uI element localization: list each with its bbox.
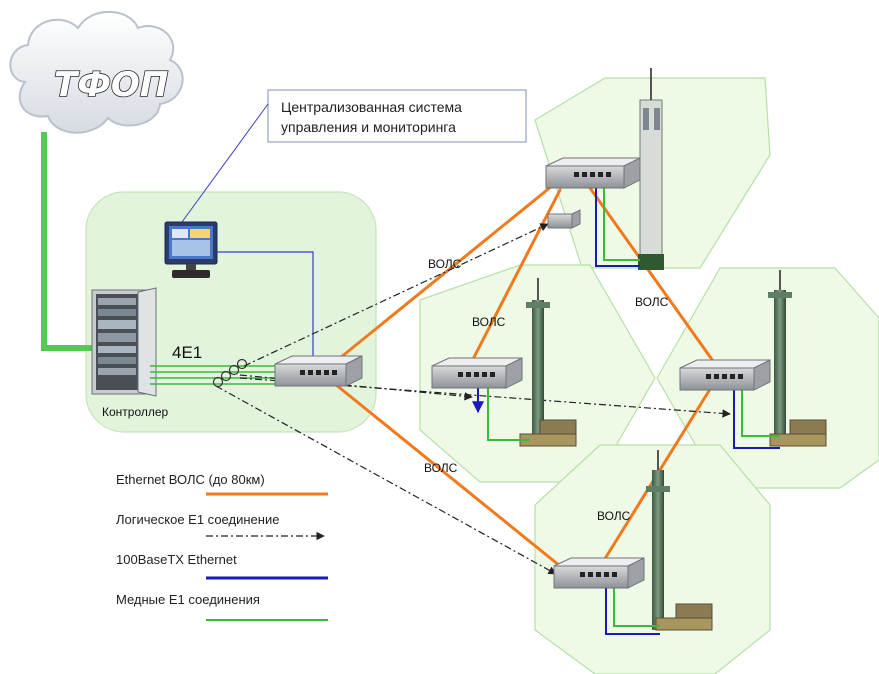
callout-box	[267, 89, 527, 143]
link-label-3: ВОЛС	[635, 295, 669, 309]
cabinet-icon	[769, 419, 827, 447]
cabinet-icon	[519, 419, 577, 447]
pstn-uplink-line	[41, 132, 92, 351]
fiber-link-left	[468, 188, 562, 367]
legend: Ethernet ВОЛС (до 80км) Логическое E1 со…	[116, 472, 328, 621]
link-label-4: ВОЛС	[424, 461, 458, 475]
fiber-link-top	[333, 184, 554, 364]
switch-icon	[679, 359, 771, 391]
controller-label: Контроллер	[102, 405, 169, 419]
logical-e1-bottom	[215, 385, 557, 575]
tower-icon	[638, 68, 664, 270]
fiber-link-diag	[333, 382, 567, 572]
trunk-label: 4E1	[172, 343, 202, 362]
tower-icon	[768, 270, 792, 440]
switch-icon	[545, 157, 641, 189]
cloud-label: ТФОП	[54, 65, 168, 105]
switch-icon	[431, 357, 523, 389]
tower-icon	[646, 450, 670, 630]
local-connections	[472, 188, 780, 635]
cloud-icon	[9, 10, 184, 134]
callout-line-2: управления и мониторинга	[281, 119, 456, 135]
callout-line-1: Централизованная система	[281, 99, 462, 115]
tower-icon	[526, 278, 550, 440]
legend-label-logical-e1: Логическое E1 соединение	[116, 512, 279, 527]
legend-label-fiber: Ethernet ВОЛС (до 80км)	[116, 472, 265, 487]
link-label-5: ВОЛС	[597, 509, 631, 523]
switch-icon	[274, 355, 363, 387]
link-label-2: ВОЛС	[472, 315, 506, 329]
legend-label-ethernet: 100BaseTX Ethernet	[116, 552, 237, 567]
e1-trunk-lines	[150, 365, 282, 385]
switch-icon	[553, 557, 645, 589]
callout-pointer	[181, 103, 269, 223]
fiber-link-right	[588, 186, 720, 370]
link-label-1: ВОЛС	[428, 257, 462, 271]
server-rack-icon	[91, 287, 157, 397]
monitor-icon	[164, 221, 218, 278]
logical-e1-top	[243, 223, 549, 367]
monitor-link	[217, 251, 314, 362]
switch-icon	[547, 209, 581, 229]
cabinet-icon	[655, 603, 713, 631]
legend-label-copper-e1: Медные E1 соединения	[116, 592, 260, 607]
